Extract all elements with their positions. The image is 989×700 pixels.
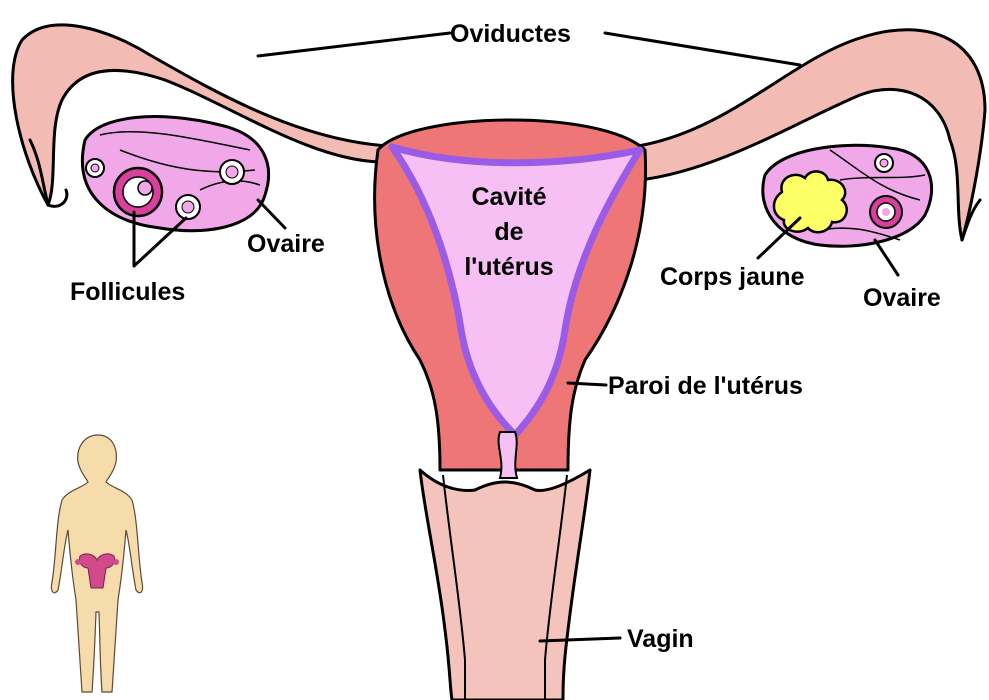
ovaire-left-leader bbox=[258, 200, 285, 228]
cervical-canal bbox=[499, 432, 517, 478]
corpus-luteum bbox=[774, 171, 847, 232]
label-vagin: Vagin bbox=[627, 625, 694, 653]
label-oviductes: Oviductes bbox=[450, 20, 571, 48]
human-silhouette-icon bbox=[51, 435, 142, 692]
label-paroi: Paroi de l'utérus bbox=[608, 372, 803, 400]
vagina bbox=[420, 470, 590, 700]
label-corps-jaune: Corps jaune bbox=[660, 263, 805, 291]
label-follicules: Follicules bbox=[70, 278, 185, 306]
left-ovary bbox=[82, 117, 268, 231]
label-cavite-2: de bbox=[494, 218, 523, 246]
label-cavite-3: l'utérus bbox=[464, 253, 553, 281]
uterus bbox=[375, 120, 646, 478]
label-cavite-1: Cavité bbox=[471, 183, 546, 211]
oviductes-leader-right bbox=[605, 33, 800, 65]
paroi-leader bbox=[568, 383, 606, 385]
label-ovaire-right: Ovaire bbox=[863, 284, 941, 312]
oviductes-leader-left bbox=[258, 33, 450, 56]
label-ovaire-left: Ovaire bbox=[247, 230, 325, 258]
ovaire-right-leader bbox=[875, 240, 898, 275]
